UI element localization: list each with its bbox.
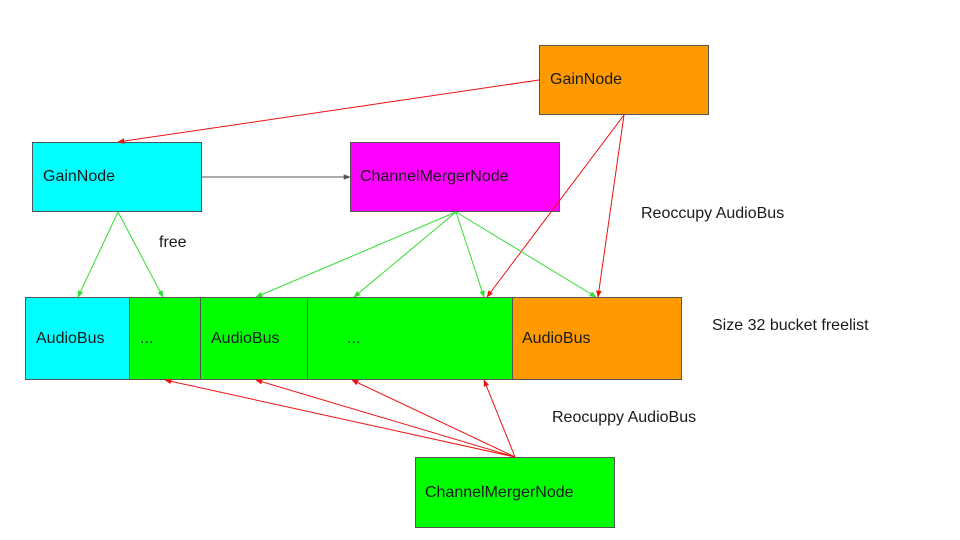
arrow-gain-left-to-free-cell-1: [117, 211, 164, 298]
audio-bus-cell-1-label: AudioBus: [36, 329, 105, 347]
arrow-merger-to-free-cell-2b: [455, 211, 485, 298]
arrow-gain-top-to-free-cell-2: [486, 114, 625, 298]
arrow-merger-to-audio-bus-3: [455, 211, 597, 298]
arrow-merger-bottom-to-audio-bus-2: [255, 379, 516, 458]
free-cell-2: ...: [307, 297, 513, 380]
reoccupy-top-label: Reoccupy AudioBus: [641, 205, 785, 222]
channel-merger-node-top-label: ChannelMergerNode: [360, 168, 509, 185]
arrow-merger-bottom-to-free-cell-2b: [483, 379, 516, 458]
channel-merger-node-top: ChannelMergerNode: [350, 142, 560, 212]
free-cell-1-label: ...: [140, 329, 154, 347]
gain-node-left: GainNode: [32, 142, 202, 212]
arrow-gain-top-to-audio-bus-3: [596, 114, 625, 298]
channel-merger-node-bottom-label: ChannelMergerNode: [425, 483, 574, 501]
arrow-gain-left-to-audio-bus-1: [77, 211, 119, 298]
audio-bus-cell-2-label: AudioBus: [211, 329, 280, 347]
audio-bus-cell-3: AudioBus: [512, 297, 682, 380]
arrow-merger-to-audio-bus-2: [255, 211, 457, 298]
gain-node-top: GainNode: [539, 45, 709, 115]
arrow-gain-top-to-gain-left: [117, 79, 540, 144]
free-cell-2-label: ...: [347, 329, 361, 347]
freelist-size-label: Size 32 bucket freelist: [712, 317, 869, 334]
reoccupy-bottom-label: Reocuppy AudioBus: [552, 409, 697, 426]
channel-merger-node-bottom: ChannelMergerNode: [415, 457, 615, 528]
free-label: free: [159, 234, 187, 251]
arrow-merger-bottom-to-free-cell-1: [164, 378, 516, 458]
arrow-merger-to-free-cell-2a: [353, 211, 457, 298]
arrow-merger-bottom-to-free-cell-2a: [351, 379, 516, 458]
gain-node-top-label: GainNode: [550, 71, 623, 88]
audio-bus-cell-3-label: AudioBus: [522, 329, 591, 347]
audio-bus-cell-2: AudioBus: [200, 297, 308, 380]
gain-node-left-label: GainNode: [43, 168, 116, 185]
audio-bus-cell-1: AudioBus: [25, 297, 130, 380]
